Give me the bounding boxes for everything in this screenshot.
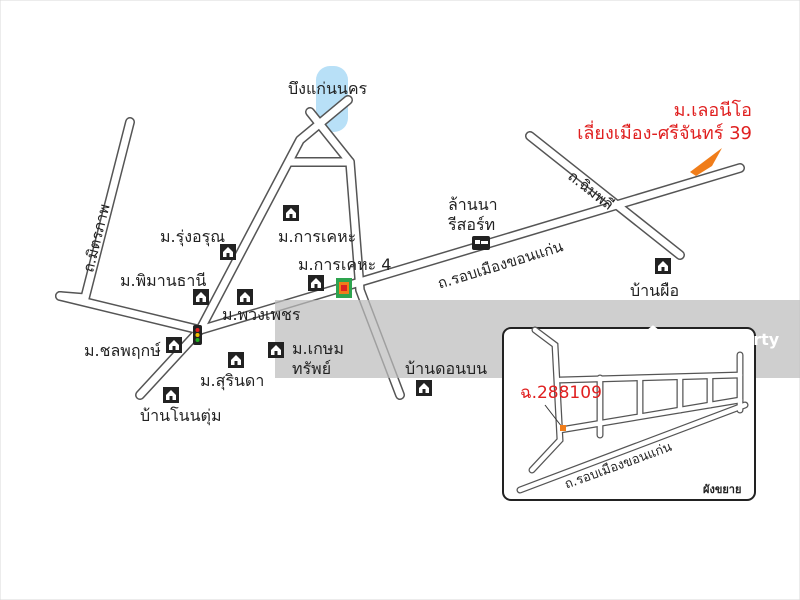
label-nonthum: บ้านโนนตุ่ม bbox=[140, 406, 222, 425]
inset-site-marker bbox=[560, 425, 566, 431]
house-icon bbox=[163, 387, 179, 403]
label-karnkeha: ม.การเคหะ bbox=[278, 227, 357, 246]
house-icon bbox=[220, 244, 236, 260]
label-phimanthani: ม.พิมานธานี bbox=[120, 271, 207, 290]
house-icon bbox=[308, 275, 324, 291]
convenience-store-icon bbox=[336, 278, 352, 298]
label-lanna-2: รีสอร์ท bbox=[448, 215, 496, 234]
hotel-icon bbox=[472, 236, 490, 250]
label-surinda: ม.สุรินดา bbox=[200, 371, 265, 390]
house-icon bbox=[655, 258, 671, 274]
label-donbon: บ้านดอนบน bbox=[405, 359, 488, 378]
label-lake: บึงแก่นนคร bbox=[288, 79, 368, 98]
house-icon bbox=[166, 337, 182, 353]
ddproperty-logo-icon bbox=[639, 325, 667, 353]
label-rungarun: ม.รุ่งอรุณ bbox=[160, 227, 226, 246]
traffic-light-icon bbox=[193, 325, 202, 345]
label-kasemsap-2: ทรัพย์ bbox=[292, 359, 332, 378]
house-icon bbox=[416, 380, 432, 396]
project-title: ม.เลอนีโอ เลี่ยงเมือง-ศรีจันทร์ 39 bbox=[577, 100, 752, 145]
project-title-line1: ม.เลอนีโอ bbox=[673, 100, 752, 121]
label-kasemsap-1: ม.เกษม bbox=[292, 339, 344, 358]
label-lanna-1: ล้านนา bbox=[448, 195, 498, 214]
house-icon bbox=[268, 342, 284, 358]
label-chonlaphruek: ม.ชลพฤกษ์ bbox=[84, 341, 161, 360]
house-icon bbox=[228, 352, 244, 368]
house-icon bbox=[283, 205, 299, 221]
inset-road-fills bbox=[517, 327, 748, 493]
house-icon bbox=[237, 289, 253, 305]
inset-caption: ผังขยาย bbox=[703, 483, 742, 496]
project-title-line2: เลี่ยงเมือง-ศรีจันทร์ 39 bbox=[577, 122, 752, 144]
label-phuangphet: ม.พวงเพชร bbox=[222, 305, 301, 324]
project-site-marker bbox=[690, 148, 722, 176]
label-karnkeha4: ม.การเคหะ 4 bbox=[298, 255, 392, 274]
inset-map bbox=[502, 326, 756, 501]
label-banphue: บ้านผือ bbox=[630, 281, 680, 300]
house-icon bbox=[193, 289, 209, 305]
ddproperty-watermark: DDproperty bbox=[638, 324, 779, 354]
inset-soi-label: ฉ.288109 bbox=[520, 383, 602, 403]
inset-leader-line bbox=[544, 404, 563, 428]
watermark-text: DDproperty bbox=[674, 329, 780, 349]
